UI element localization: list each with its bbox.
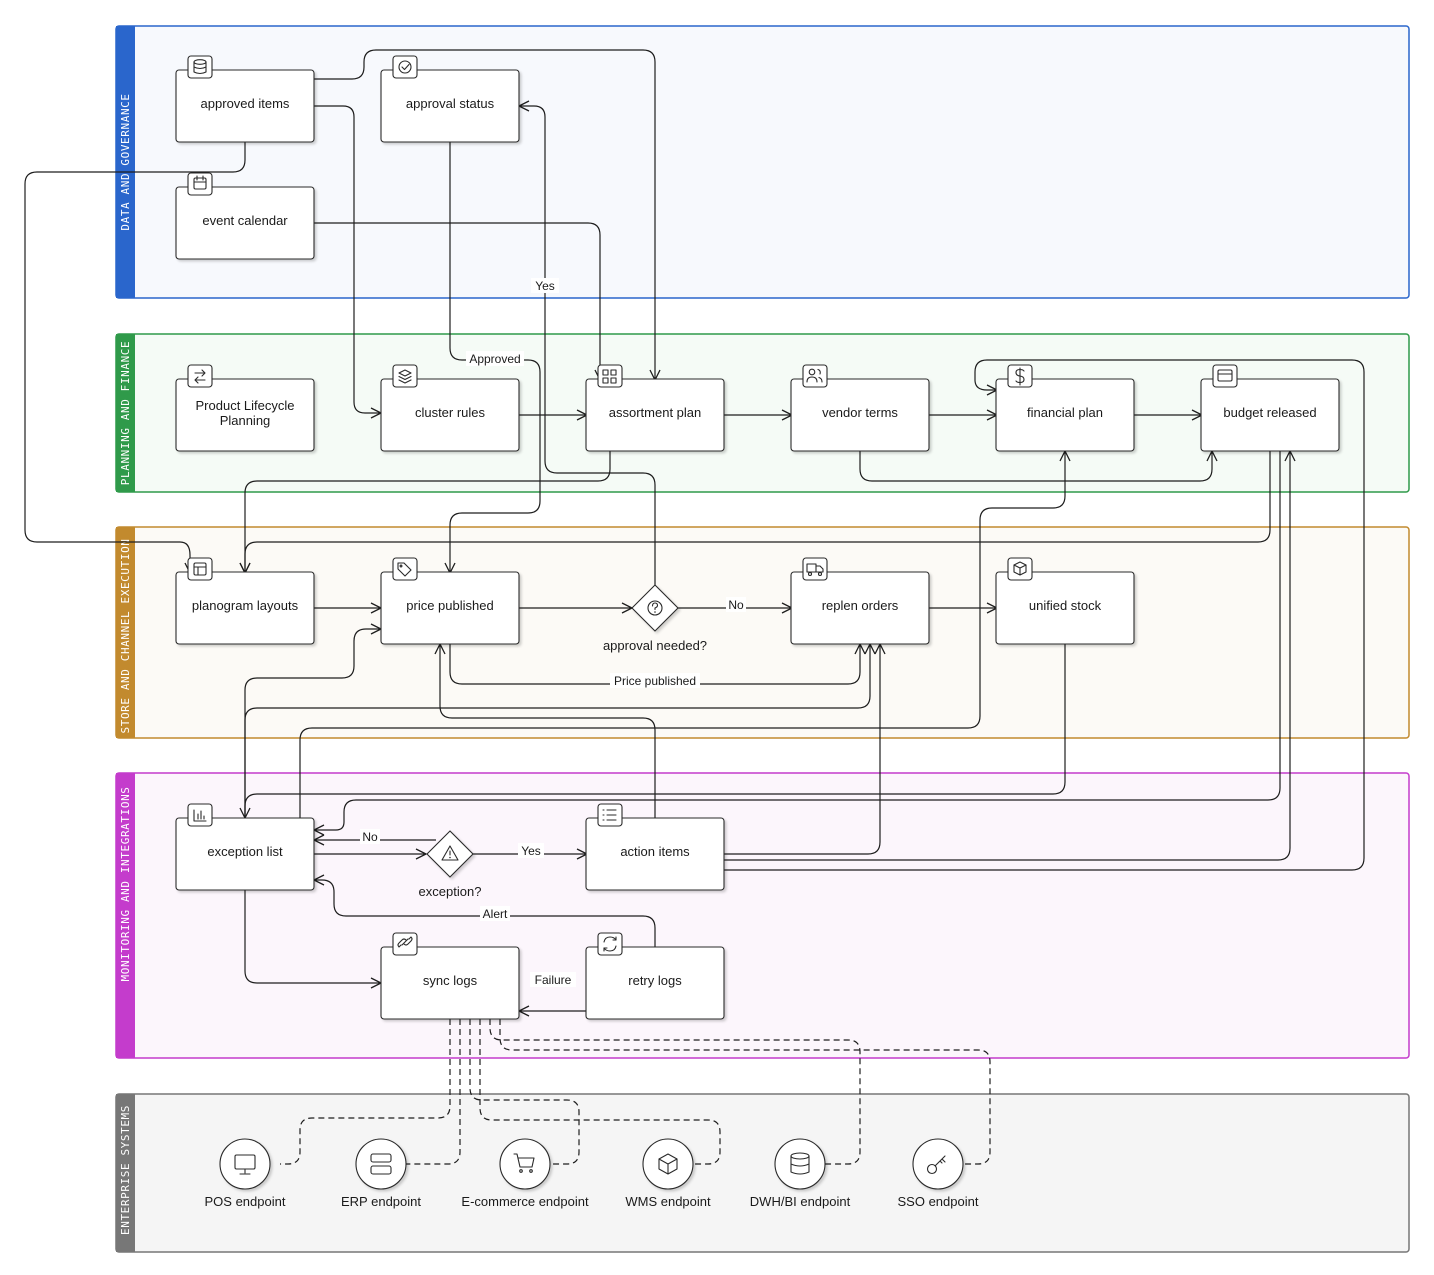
lane-planning-finance: PLANNING AND FINANCE [115,333,1410,493]
link-icon [397,936,413,948]
endpoint-wms[interactable]: WMS endpoint [625,1138,711,1209]
endpoint-ecommerce[interactable]: E-commerce endpoint [461,1138,589,1209]
node-unified-stock[interactable]: unified stock [995,557,1135,645]
node-retry-logs[interactable]: retry logs [585,932,725,1020]
node-replen-orders[interactable]: replen orders [790,557,930,645]
server-icon [370,1153,392,1175]
node-label-line2: Planning [220,413,271,428]
edge-label-yes-top: Yes [535,279,555,293]
card-icon [1217,369,1233,382]
edge-label-failure: Failure [535,973,572,987]
node-assortment-plan[interactable]: assortment plan [585,364,725,452]
lane-title-ent: ENTERPRISE SYSTEMS [119,1105,132,1235]
endpoint-label: E-commerce endpoint [461,1194,589,1209]
edge-label-approved: Approved [469,352,520,366]
gateway-label: exception? [419,884,482,899]
node-price-published[interactable]: price published [380,557,520,645]
dollar-icon [1015,367,1025,386]
node-label: planogram layouts [192,598,299,613]
users-icon [806,368,823,383]
node-label: assortment plan [609,405,702,420]
endpoint-erp[interactable]: ERP endpoint [341,1138,421,1209]
node-label: budget released [1223,405,1316,420]
grid-icon [602,369,617,384]
edges [24,49,1365,1165]
tag-icon [397,562,412,577]
database-icon [790,1152,810,1175]
node-label: vendor terms [822,405,898,420]
edge-label-yes-action: Yes [521,844,541,858]
node-label: approved items [201,96,290,111]
list-icon [602,809,617,821]
question-icon [647,600,663,616]
lane-title-plan: PLANNING AND FINANCE [119,341,132,485]
edge-label-no-exception: No [362,830,378,844]
database-icon [193,59,207,75]
calendar-icon [193,175,207,190]
node-label-line1: Product Lifecycle [196,398,295,413]
lane-title-data: DATA AND GOVERNANCE [119,93,132,230]
monitor-icon [234,1154,256,1175]
edge-label-alert: Alert [483,907,508,921]
edge-label-no-replen: No [728,598,744,612]
node-label: approval status [406,96,495,111]
lane-title-mon: MONITORING AND INTEGRATIONS [119,786,132,981]
gateway-exception[interactable]: exception? [419,830,482,899]
box-icon [1013,561,1027,576]
check-badge-icon [398,60,412,74]
truck-icon [806,563,824,577]
endpoint-label: ERP endpoint [341,1194,421,1209]
cart-icon [513,1153,535,1173]
node-budget-released[interactable]: budget released [1200,364,1340,452]
node-label: unified stock [1029,598,1102,613]
node-vendor-terms[interactable]: vendor terms [790,364,930,452]
endpoint-label: DWH/BI endpoint [750,1194,851,1209]
node-label: price published [406,598,493,613]
lane-enterprise: ENTERPRISE SYSTEMS [115,1093,1410,1253]
node-label: retry logs [628,973,682,988]
node-event-calendar[interactable]: event calendar [175,172,315,260]
node-action-items[interactable]: action items [585,803,725,891]
node-label: action items [620,844,690,859]
node-cluster-rules[interactable]: cluster rules [380,364,520,452]
edge-label-price-published: Price published [614,674,696,688]
node-exception-list[interactable]: exception list [175,803,315,891]
endpoint-label: WMS endpoint [625,1194,711,1209]
node-product-lifecycle-planning[interactable]: Product Lifecycle Planning [175,364,315,452]
cycle-icon [194,369,206,384]
node-planogram-layouts[interactable]: planogram layouts [175,557,315,645]
endpoint-sso[interactable]: SSO endpoint [898,1138,979,1209]
node-financial-plan[interactable]: financial plan [995,364,1135,452]
node-label: replen orders [822,598,899,613]
warning-icon [441,845,459,861]
endpoint-pos[interactable]: POS endpoint [205,1138,286,1209]
edge-labels: Yes Approved No Price published No Yes A… [360,278,746,987]
bar-chart-icon [193,809,207,822]
gateway-approval-needed[interactable]: approval needed? [603,584,707,653]
cube-icon [658,1153,678,1175]
node-label: sync logs [423,973,478,988]
endpoint-label: SSO endpoint [898,1194,979,1209]
node-label: event calendar [202,213,288,228]
gateway-label: approval needed? [603,638,707,653]
layers-icon [398,369,412,384]
endpoint-label: POS endpoint [205,1194,286,1209]
key-icon [926,1155,946,1175]
lane-monitoring: MONITORING AND INTEGRATIONS [115,772,1410,1059]
node-label: exception list [207,844,283,859]
node-approval-status[interactable]: approval status [380,55,520,143]
node-label: financial plan [1027,405,1103,420]
node-approved-items[interactable]: approved items [175,55,315,143]
layout-icon [193,562,207,576]
lane-title-store: STORE AND CHANNEL EXECUTION [119,538,132,733]
endpoint-dwh-bi[interactable]: DWH/BI endpoint [750,1138,851,1209]
node-sync-logs[interactable]: sync logs [380,932,520,1020]
refresh-icon [603,936,617,952]
node-label: cluster rules [415,405,486,420]
